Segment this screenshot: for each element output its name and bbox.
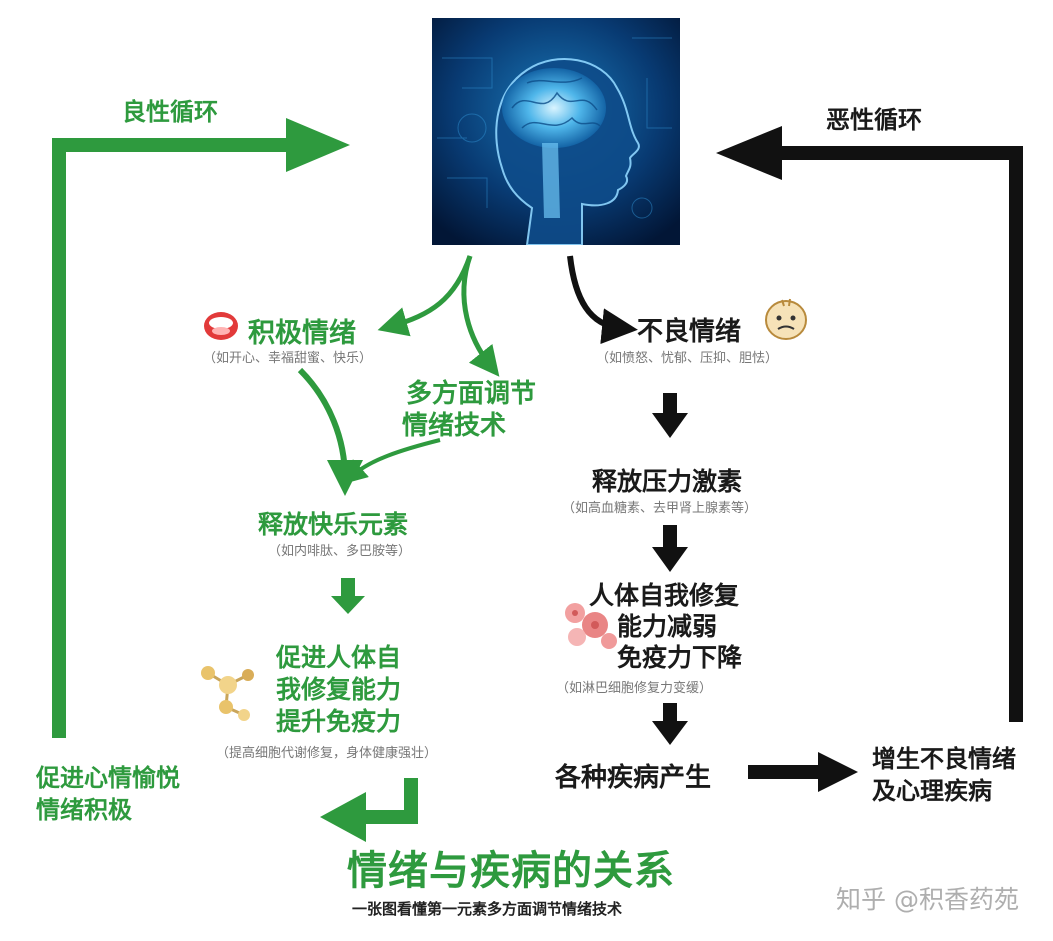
good-cycle-label: 良性循环	[122, 98, 218, 126]
footer-title: 情绪与疾病的关系	[347, 848, 675, 894]
technique-line-1: 多方面调节	[406, 379, 537, 409]
promote-examples: （提高细胞代谢修复，身体健康强壮）	[216, 746, 438, 761]
bad-cycle-label: 恶性循环	[826, 106, 922, 134]
technique-line-2: 情绪技术	[402, 411, 507, 441]
stress-hormone-title: 释放压力激素	[592, 467, 743, 496]
good-cycle-arrow	[52, 118, 350, 738]
smiling-mouth-icon	[204, 312, 238, 340]
negative-to-stress-arrow	[652, 393, 688, 438]
brain-to-technique-arrow	[461, 255, 500, 377]
weaken-to-disease-arrow	[652, 703, 688, 745]
cells-icon	[565, 603, 617, 649]
stress-to-weaken-arrow	[652, 525, 688, 572]
disease-to-increase-arrow	[748, 752, 858, 792]
watermark: 知乎 @积香药苑	[836, 885, 1019, 914]
promote-to-mood-arrow	[320, 778, 418, 842]
increase-line-1: 增生不良情绪	[872, 745, 1016, 773]
promote-line-2: 我修复能力	[276, 675, 402, 704]
weaken-line-1: 人体自我修复	[589, 581, 740, 610]
weaken-line-3: 免疫力下降	[617, 643, 743, 672]
weaken-examples: （如淋巴细胞修复力变缓）	[556, 681, 713, 696]
footer-subtitle: 一张图看懂第一元素多方面调节情绪技术	[352, 900, 623, 918]
positive-emotion-examples: （如开心、幸福甜蜜、快乐）	[203, 351, 373, 366]
bad-cycle-arrow	[716, 126, 1023, 722]
increase-line-2: 及心理疾病	[872, 777, 992, 805]
brain-to-negative-arrow	[567, 255, 638, 345]
stress-hormone-examples: （如高血糖素、去甲肾上腺素等）	[562, 501, 758, 516]
promote-line-3: 提升免疫力	[276, 707, 402, 736]
disease-title: 各种疾病产生	[555, 763, 712, 793]
mood-line-2: 情绪积极	[36, 796, 132, 824]
release-to-promote-arrow	[331, 578, 365, 614]
negative-emotion-title: 不良情绪	[637, 317, 742, 347]
molecule-icon	[201, 666, 254, 721]
release-happy-title: 释放快乐元素	[258, 510, 409, 539]
weaken-line-2: 能力减弱	[617, 612, 718, 641]
positive-to-release-arrow	[297, 367, 363, 496]
positive-emotion-title: 积极情绪	[248, 318, 356, 349]
brain-image	[432, 18, 680, 245]
negative-emotion-examples: （如愤怒、忧郁、压抑、胆怯）	[596, 351, 779, 366]
worried-face-icon	[765, 298, 807, 340]
mood-line-1: 促进心情愉悦	[36, 764, 180, 792]
release-happy-examples: （如内啡肽、多巴胺等）	[268, 544, 412, 559]
promote-line-1: 促进人体自	[276, 643, 402, 672]
brain-to-positive-arrow	[377, 255, 473, 337]
technique-to-release-arrow	[343, 438, 441, 484]
